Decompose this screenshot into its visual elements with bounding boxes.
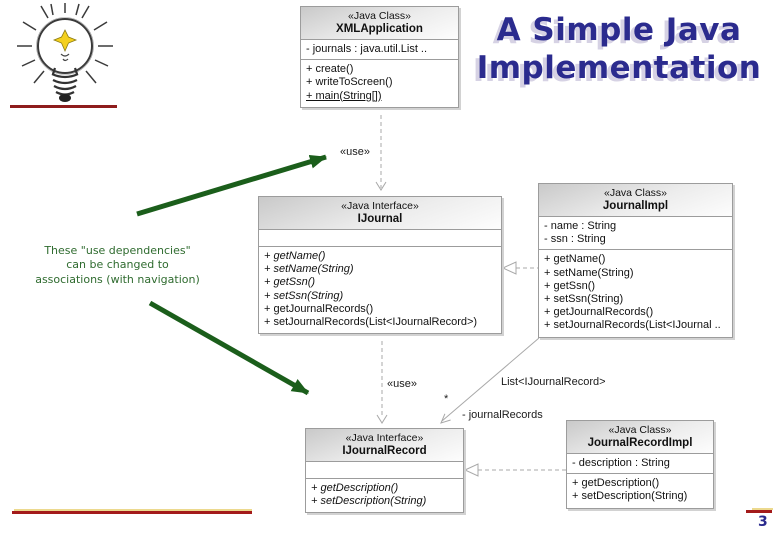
uml-header: «Java Class» JournalRecordImpl [567, 421, 713, 454]
title-line2: Implementation [476, 49, 762, 86]
uml-member: - description : String [572, 457, 670, 469]
attributes-compartment [259, 230, 501, 247]
uml-member: + getName() [544, 253, 606, 266]
lightbulb-icon [17, 3, 113, 102]
bulb-filament [60, 53, 70, 62]
stereotype-label: «Java Class» [347, 10, 412, 22]
methods-compartment: + getName()+ setName(String)+ getSsn()+ … [539, 250, 732, 336]
uml-member: + setDescription(String) [572, 490, 688, 503]
slide-number: 3 [758, 514, 768, 530]
uml-member: + getDescription() [572, 477, 660, 490]
bulb-spark-star [52, 29, 78, 52]
annotation-note: These "use dependencies" can be changed … [5, 244, 230, 287]
uml-member: + setJournalRecords(List<IJournal .. [544, 319, 721, 332]
bottom-left-divider-red [12, 511, 252, 514]
use-dependency-top [375, 115, 387, 191]
divider-under-logo [10, 105, 117, 108]
uml-member: - ssn : String [544, 233, 606, 246]
bottom-right-divider-yellow [752, 508, 773, 510]
uml-member: + setSsn(String) [544, 292, 624, 305]
uml-member: + setSsn(String) [264, 289, 344, 302]
uml-member: + getName() [264, 250, 326, 262]
uml-interface-ijournal: «Java Interface» IJournal + getName()+ s… [258, 196, 502, 335]
uml-member: + setName(String) [544, 266, 634, 279]
realization-journalrecordimpl [463, 463, 566, 477]
uml-class-journalrecordimpl: «Java Class» JournalRecordImpl - descrip… [566, 420, 714, 509]
interface-name: IJournalRecord [342, 445, 427, 457]
bottom-left-divider-yellow [14, 509, 252, 511]
uml-class-xmlapplication: «Java Class» XMLApplication - journals :… [300, 6, 459, 108]
uml-member: - name : String [544, 220, 617, 232]
attributes-compartment [306, 462, 463, 479]
attributes-compartment: - journals : java.util.List .. [301, 40, 458, 61]
uml-member: + setDescription(String) [311, 495, 427, 508]
uml-member: + setJournalRecords(List<IJournalRecord>… [264, 315, 478, 328]
stereotype-label: «Java Interface» [345, 432, 424, 444]
uml-member: + setName(String) [264, 263, 354, 276]
methods-compartment: + getName()+ setName(String)+ getSsn()+ … [259, 247, 501, 333]
uml-header: «Java Interface» IJournalRecord [306, 429, 463, 462]
uml-member: + getJournalRecords() [544, 306, 654, 319]
note-line3: associations (with navigation) [35, 272, 200, 286]
title-line1: A Simple Java [496, 12, 742, 48]
class-name: JournalImpl [602, 200, 669, 212]
uml-member: + writeToScreen() [306, 76, 393, 89]
realization-journalimpl [501, 261, 538, 275]
methods-compartment: + create()+ writeToScreen()+ main(String… [301, 60, 458, 107]
association-type-label: List<IJournalRecord> [500, 376, 607, 388]
uml-member: + getSsn() [264, 276, 316, 289]
bulb-contact-tip [59, 94, 71, 102]
association-role-label: - journalRecords [461, 409, 544, 421]
uml-header: «Java Class» JournalImpl [539, 184, 732, 217]
class-name: JournalRecordImpl [587, 437, 693, 449]
uml-member: + create() [306, 63, 354, 76]
interface-name: IJournal [357, 213, 403, 225]
bottom-right-divider-red [746, 510, 772, 513]
uml-member: + getSsn() [544, 279, 596, 292]
uml-member: - journals : java.util.List .. [306, 43, 428, 55]
use-stereotype-label-bottom: «use» [385, 378, 419, 390]
uml-member: + main(String[]) [306, 89, 382, 102]
uml-class-journalimpl: «Java Class» JournalImpl - name : String… [538, 183, 733, 338]
uml-interface-ijournalrecord: «Java Interface» IJournalRecord + getDes… [305, 428, 464, 514]
association-multiplicity-label: * [443, 393, 450, 405]
note-line1: These "use dependencies" [44, 244, 191, 257]
attributes-compartment: - description : String [567, 454, 713, 475]
uml-member: + getDescription() [311, 482, 399, 494]
uml-member: + getJournalRecords() [264, 302, 374, 315]
stereotype-label: «Java Interface» [341, 200, 419, 212]
methods-compartment: + getDescription()+ setDescription(Strin… [306, 479, 463, 512]
stereotype-label: «Java Class» [603, 187, 668, 199]
methods-compartment: + getDescription()+ setDescription(Strin… [567, 474, 713, 507]
uml-header: «Java Interface» IJournal [259, 197, 501, 230]
lightbulb-rays [17, 3, 113, 84]
class-name: XMLApplication [336, 23, 423, 35]
slide-title: A Simple Java Implementation [468, 12, 770, 88]
note-line2: can be changed to [66, 258, 169, 272]
use-stereotype-label-top: «use» [338, 146, 372, 158]
stereotype-label: «Java Class» [608, 424, 672, 436]
attributes-compartment: - name : String- ssn : String [539, 217, 732, 251]
uml-header: «Java Class» XMLApplication [301, 7, 458, 40]
